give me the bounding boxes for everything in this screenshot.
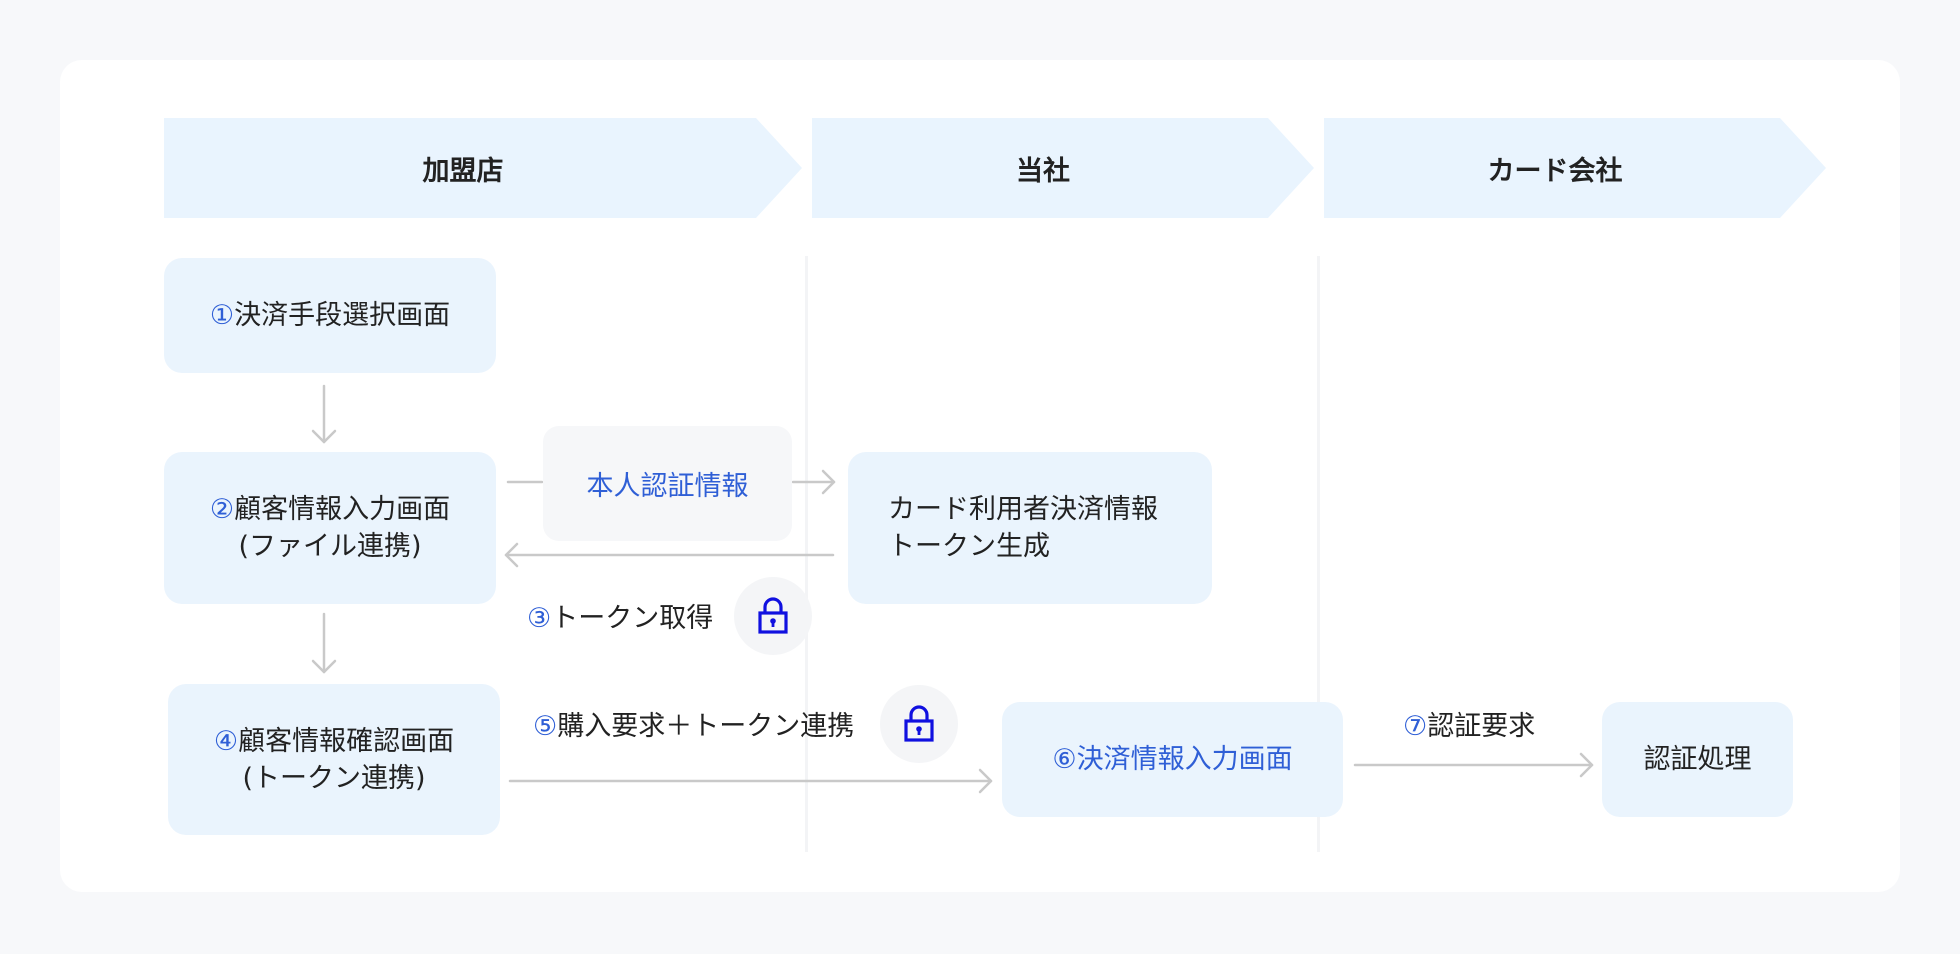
step1-text: 決済手段選択画面	[234, 300, 451, 331]
step5-number: ⑤	[533, 711, 558, 742]
step2-text: 顧客情報入力画面	[234, 494, 451, 525]
lane-label-company: 当社	[1016, 155, 1070, 187]
step2-subtext: (ファイル連携)	[238, 531, 422, 562]
auth-process-label: 認証処理	[1643, 744, 1752, 775]
token-generation-box: カード利用者決済情報 トークン生成	[848, 452, 1212, 604]
step6-text: 決済情報入力画面	[1076, 744, 1293, 775]
lane-header-merchant: 加盟店	[164, 118, 802, 218]
step2-customer-input-screen: ②顧客情報入力画面 (ファイル連携)	[164, 452, 496, 604]
arrow-head-step1-to-step2	[311, 429, 337, 444]
step7-number: ⑦	[1403, 711, 1428, 742]
lane-header-company: 当社	[812, 118, 1314, 218]
token-generation-line1: カード利用者決済情報	[888, 494, 1158, 525]
lock-badge-step5	[880, 685, 958, 763]
step2-label: ②顧客情報入力画面 (ファイル連携)	[210, 491, 450, 565]
arrow-head-auth-to-token	[821, 469, 836, 495]
auth-info-label: 本人認証情報	[586, 471, 749, 502]
arrow-head-step6-to-auth-process	[1579, 752, 1594, 778]
arrow-head-step4-to-step6	[978, 768, 993, 794]
arrow-head-token-to-step2	[504, 542, 519, 568]
arrow-head-step2-to-step4	[311, 659, 337, 674]
token-generation-line2: トークン生成	[888, 531, 1050, 562]
auth-process-box: 認証処理	[1602, 702, 1793, 817]
step7-auth-request-label: ⑦認証要求	[1403, 709, 1535, 745]
step4-customer-confirm-screen: ④顧客情報確認画面 (トークン連携)	[168, 684, 500, 835]
token-generation-label: カード利用者決済情報 トークン生成	[848, 491, 1158, 565]
lane-divider-2	[1317, 256, 1320, 852]
lock-icon	[904, 705, 934, 742]
step4-line1: ④顧客情報確認画面	[214, 723, 454, 760]
lock-badge-step3	[734, 577, 812, 655]
step6-label: ⑥決済情報入力画面	[1052, 741, 1292, 778]
step4-number: ④	[213, 725, 239, 757]
lock-icon	[758, 597, 788, 634]
step4-text: 顧客情報確認画面	[238, 725, 455, 757]
lane-label-card-company: カード会社	[1487, 155, 1623, 187]
step3-number: ③	[527, 603, 552, 634]
step3-token-acquire-label: ③トークン取得	[527, 601, 713, 637]
step3-text: トークン取得	[551, 603, 714, 634]
step1-payment-method-screen: ①決済手段選択画面	[164, 258, 496, 373]
step5-text: 購入要求＋トークン連携	[557, 711, 855, 742]
step4-label: ④顧客情報確認画面 (トークン連携)	[214, 723, 454, 797]
step4-subtext: (トークン連携)	[242, 762, 426, 794]
step5-purchase-request-label: ⑤購入要求＋トークン連携	[533, 709, 854, 745]
step6-payment-input-screen: ⑥決済情報入力画面	[1002, 702, 1343, 817]
step2-number: ②	[209, 494, 235, 525]
step6-number: ⑥	[1052, 744, 1077, 775]
lane-header-card-company: カード会社	[1324, 118, 1826, 218]
step1-number: ①	[209, 300, 235, 331]
step7-text: 認証要求	[1427, 711, 1536, 742]
step1-label: ①決済手段選択画面	[210, 297, 450, 334]
auth-info-box: 本人認証情報	[543, 426, 792, 541]
step2-line1: ②顧客情報入力画面	[210, 491, 450, 528]
lane-label-merchant: 加盟店	[422, 155, 504, 187]
